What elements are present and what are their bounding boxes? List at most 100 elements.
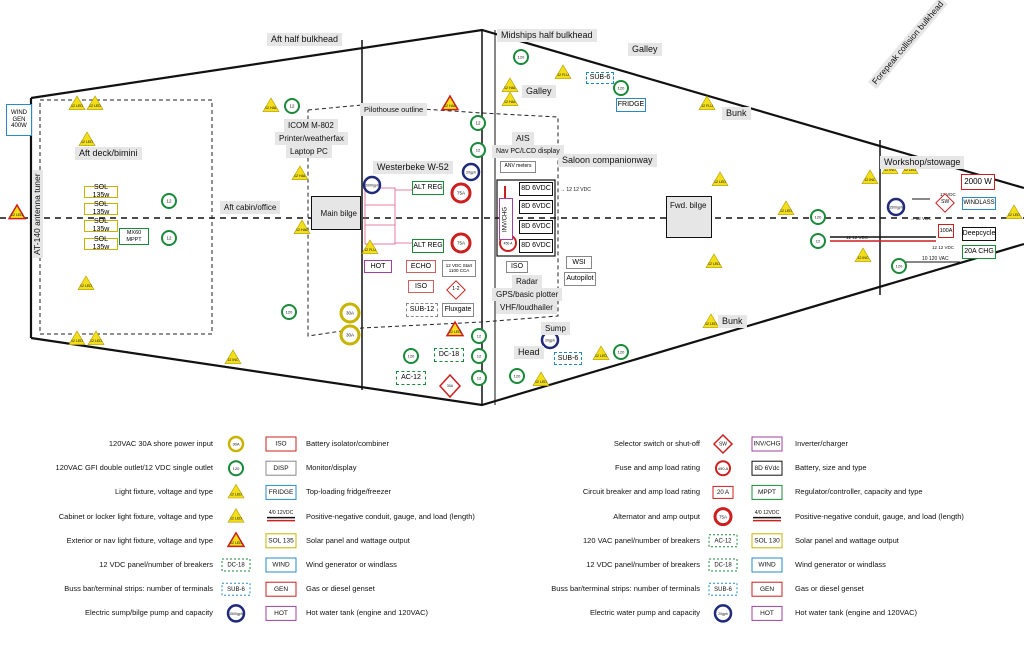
start-battery-box: 12 VDC Start 1100 CCA bbox=[442, 260, 476, 277]
outlet-0-label: 12 bbox=[289, 104, 295, 109]
legend-left-desc-7-label: HOT bbox=[274, 610, 288, 617]
legend-left-sym-6-label: SUB-6 bbox=[227, 587, 245, 593]
light-fixture-28 bbox=[445, 320, 465, 337]
light-fixture-24-label: 12 INC bbox=[857, 256, 869, 260]
legend-right-desc-1-label: 8D 6Vdc bbox=[755, 465, 781, 472]
legend-left-label-2: Light fixture, voltage and type bbox=[115, 487, 213, 497]
sub6-busbar-a: SUB-6 bbox=[586, 72, 614, 84]
legend-left-sym-4-label: 12 LED bbox=[230, 541, 242, 545]
legend-left-desc-1: Monitor/display bbox=[306, 463, 357, 473]
printer-label: Printer/weatherfax bbox=[275, 132, 348, 145]
legend-right-desc-5 bbox=[751, 557, 783, 573]
v12-label-3: 12 12 VDC bbox=[932, 245, 955, 250]
legend-left-desc-7 bbox=[265, 605, 297, 621]
legend-right-sym-4-label: AC-12 bbox=[714, 538, 732, 544]
legend-right-desc-2: Regulator/controller, capacity and type bbox=[795, 487, 923, 497]
outlet-16 bbox=[891, 258, 907, 274]
legend-right-desc-5: Wind generator or windlass bbox=[795, 560, 886, 569]
light-fixture-27-label: 12 LED bbox=[11, 213, 23, 217]
light-fixture-15 bbox=[698, 95, 716, 110]
outlet-3 bbox=[513, 49, 529, 65]
light-fixture-9 bbox=[293, 219, 311, 234]
legend-right-sym-5-label: DC-18 bbox=[714, 563, 732, 569]
legend-left-sym-2-label: 12 LED bbox=[230, 492, 242, 496]
echo-box: ECHO bbox=[406, 260, 436, 273]
light-fixture-5-label: 12 LED bbox=[90, 339, 102, 343]
legend-right-label-5: 12 VDC panel/number of breakers bbox=[586, 560, 700, 569]
solar-panel-2: SOL 135w bbox=[84, 201, 118, 216]
legend-left-label-0: 120VAC 30A shore power input bbox=[108, 439, 213, 448]
aft-deck-label: Aft deck/bimini bbox=[75, 147, 142, 160]
outlet-12-label: 120 bbox=[618, 86, 625, 91]
outlet-16-label: 120 bbox=[896, 264, 903, 269]
light-fixture-21-label: 12 INC bbox=[864, 178, 876, 182]
legend-left-desc-5 bbox=[265, 557, 297, 573]
outlet-7-label: 12 bbox=[477, 334, 482, 339]
light-fixture-18-label: 12 LED bbox=[705, 322, 717, 326]
light-fixture-6 bbox=[224, 349, 242, 364]
legend-right-desc-0: Inverter/charger bbox=[795, 439, 848, 448]
fuse-450-label: 450 A bbox=[504, 241, 514, 245]
wsi-box: WSI bbox=[566, 256, 592, 269]
sw-label: SW bbox=[940, 199, 950, 206]
light-fixture-4 bbox=[68, 330, 86, 345]
legend-right-desc-4: Solar panel and wattage output bbox=[795, 535, 899, 545]
legend-left-label-5: 12 VDC panel/number of breakers bbox=[99, 560, 213, 569]
sub12-busbar: SUB-12 bbox=[406, 303, 438, 317]
outlet-13-label: 120 bbox=[618, 350, 625, 355]
outlet-13 bbox=[613, 344, 629, 360]
legend-left-sym-2 bbox=[227, 483, 245, 499]
shore-power-30a-b-label: 30A bbox=[346, 333, 354, 338]
outlet-1-label: 12 bbox=[475, 121, 481, 126]
battery-3: 8D 6VDC bbox=[519, 220, 553, 234]
head-label: Head bbox=[514, 346, 544, 359]
legend-right-label-3: Alternator and amp output bbox=[613, 511, 700, 521]
windlass-box: WINDLASS bbox=[962, 197, 996, 210]
light-fixture-22-label: 12 INC bbox=[884, 168, 896, 172]
anv-meters-box: ANV meters bbox=[500, 161, 536, 173]
alternator-0-label: 75A bbox=[457, 191, 465, 196]
aft-cabin-label: Aft cabin/office bbox=[220, 201, 281, 214]
bunk-upper-label: Bunk bbox=[722, 107, 751, 120]
saloon-label: Saloon companionway bbox=[558, 154, 657, 167]
legend-right-label-6: Buss bar/terminal strips: number of term… bbox=[551, 584, 700, 594]
outlet-8 bbox=[471, 348, 487, 364]
legend-left-sym-7 bbox=[226, 604, 246, 623]
outlet-5-label: 12 bbox=[166, 236, 172, 241]
icom-label: ICOM M-802 bbox=[284, 119, 338, 132]
light-fixture-5 bbox=[87, 330, 105, 345]
v12-label-1: 12 VDC bbox=[940, 192, 956, 197]
light-fixture-0 bbox=[68, 95, 86, 110]
sump-label: Sump bbox=[541, 322, 570, 335]
light-fixture-20 bbox=[532, 371, 550, 386]
isolator-1: ISO bbox=[408, 280, 434, 293]
alternator-1 bbox=[450, 232, 472, 254]
legend-right-desc-0-label: INV/CHG bbox=[753, 441, 780, 448]
legend-left-label-4: Exterior or nav light fixture, voltage a… bbox=[66, 535, 213, 545]
alternator-0 bbox=[450, 182, 472, 204]
legend-right-desc-6 bbox=[751, 581, 783, 597]
legend-left-sym-3-label: 12 LED bbox=[230, 517, 242, 521]
legend-left-desc-6-label: GEN bbox=[274, 586, 288, 593]
shore-power-30a-b bbox=[339, 324, 361, 346]
pilothouse-label: Pilothouse outline bbox=[360, 103, 428, 116]
legend-right-sym-3-label: 75A bbox=[719, 514, 727, 519]
legend-right-sym-4 bbox=[708, 534, 738, 548]
shore-power-30a-label: 30A bbox=[346, 311, 354, 316]
light-fixture-8-label: 12 HAL bbox=[294, 174, 306, 178]
outlet-1 bbox=[470, 115, 486, 131]
forward-cable bbox=[830, 198, 960, 263]
battery-2: 8D 6VDC bbox=[519, 200, 553, 214]
outlet-12 bbox=[613, 80, 629, 96]
autopilot-box: Autopilot bbox=[564, 272, 596, 286]
legend-right-desc-7: Hot water tank (engine and 120VAC) bbox=[795, 608, 918, 618]
light-fixture-1-label: 12 LED bbox=[89, 104, 101, 108]
legend-right-label-1: Fuse and amp load rating bbox=[614, 463, 700, 473]
light-fixture-12-label: 12 HAL bbox=[504, 86, 516, 90]
light-fixture-8 bbox=[291, 165, 309, 180]
legend-right-desc-3: Positive-negative conduit, gauge, and lo… bbox=[795, 511, 964, 521]
outlet-15-label: 12 bbox=[816, 239, 821, 244]
battery-1: 8D 6VDC bbox=[519, 182, 553, 196]
